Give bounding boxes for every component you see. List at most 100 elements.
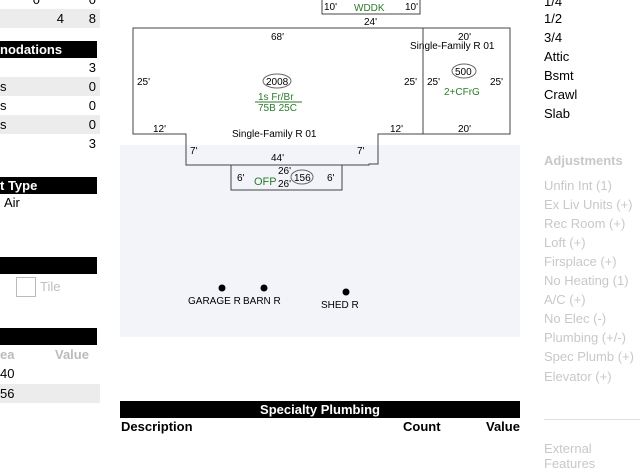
basement-item: 1/4 [544,0,563,9]
accommodations-row: s 0 [0,115,100,134]
accommodations-row: 3 [0,134,100,153]
house-type-label: Single-Family R 01 [232,129,317,140]
left-column: 0 0 4 8 nodations 3 s 0 s 0 s 0 3 t Type… [0,0,100,460]
tile-checkbox-label: Tile [40,279,61,294]
dim-ofp-right-6: 6' [327,173,335,184]
dim-garage-20-top: 20' [458,32,471,43]
dim-ofp-26a: 26' [278,166,291,177]
dim-ofp-left-6: 6' [237,173,245,184]
heat-type-header: t Type [0,177,97,194]
dim-left-12: 12' [153,124,166,135]
dim-deck-right: 10' [405,2,418,13]
adjustment-item[interactable]: Firsplace (+) [544,254,617,269]
dim-ofp-26b: 26' [278,179,291,190]
basement-item: Slab [544,106,571,121]
accommodations-row: s 0 [0,96,100,115]
deck-label: WDDK [354,3,385,14]
basement-item: 1/2 [544,11,563,26]
adjustments-divider [544,419,640,420]
dim-deck-24: 24' [364,17,377,28]
floor-header [0,257,97,274]
year-ellipse [262,73,292,89]
dim-right-12: 12' [390,124,403,135]
shed-point [342,288,350,296]
adjustments-title: Adjustments [544,153,623,168]
ofp-area: 156 [294,173,311,184]
value-col1: ea [0,347,15,362]
basement-item: Attic [544,49,570,64]
accommodations-row: 3 [0,58,100,77]
garage-type-label: Single-Family R 01 [410,41,495,52]
top-row-a: 0 [20,0,40,7]
adjustment-item[interactable]: Spec Plumb (+) [544,349,634,364]
house-year: 2008 [266,77,289,88]
dim-deck-left: 10' [324,2,337,13]
sketch-background [120,145,520,337]
adjustment-item[interactable]: Plumbing (+/-) [544,330,626,345]
dim-top-44: 44' [271,153,284,164]
basement-item: Bsmt [544,68,574,83]
col-count: Count [403,419,441,434]
garage-area-ellipse [451,63,477,79]
top-row-b: 0 [76,0,96,7]
adjustment-item[interactable]: Unfin Int (1) [544,178,612,193]
dim-garage-25-right: 25' [490,77,503,88]
accommodations-header: nodations [0,41,97,58]
adjustment-item[interactable]: Elevator (+) [544,369,612,384]
dim-left-25: 25' [137,77,150,88]
adjustment-item[interactable]: Loft (+) [544,235,586,250]
dim-right-7: 7' [357,146,365,157]
ofp-label: OFP [254,176,277,188]
garage-desc: 2+CFrG [444,87,480,98]
specialty-plumbing-header: Specialty Plumbing [120,401,520,418]
accommodations-row: s 0 [0,77,100,96]
adjustment-item[interactable]: No Elec (-) [544,311,607,326]
value-row-text: 56 [0,386,15,401]
dim-garage-20-bot: 20' [458,124,471,135]
acc-label: s [0,117,7,132]
acc-value: 0 [88,117,96,132]
heat-type-title: t Type [0,178,38,193]
dim-mid-25: 25' [404,77,417,88]
value-row: 40 [0,366,15,381]
house-desc-line3: 75B 25C [258,103,297,114]
dim-garage-25-left: 25' [427,77,440,88]
value-header [0,328,97,345]
garage-area: 500 [455,67,472,78]
adjustment-item[interactable]: A/C (+) [544,292,586,307]
house-outline [132,27,511,166]
adjustment-item[interactable]: Ex Liv Units (+) [544,197,633,212]
specialty-plumbing-title: Specialty Plumbing [260,402,380,417]
summary-row: 4 8 [0,9,100,28]
value-row: 56 [0,384,100,403]
dim-left-7: 7' [190,146,198,157]
acc-label: s [0,98,7,113]
barn-point-label: BARN R [243,296,281,307]
ofp-area-ellipse [290,169,314,185]
basement-item: 3/4 [544,30,563,45]
summary-row-b: 8 [88,11,96,26]
ofp-outline [230,165,343,191]
house-desc-line2: 1s Fr/Br [258,92,294,103]
acc-value: 0 [88,79,96,94]
value-col2: Value [55,347,89,362]
acc-value: 3 [88,136,96,151]
tile-checkbox[interactable] [16,277,36,297]
adjustment-item[interactable]: Rec Room (+) [544,216,626,231]
acc-value: 0 [88,98,96,113]
barn-point [260,284,268,292]
garage-point [218,284,226,292]
accommodations-title: nodations [0,42,63,57]
dim-top-68: 68' [271,32,284,43]
acc-label: s [0,79,7,94]
shed-point-label: SHED R [321,300,359,311]
heat-type-value: Air [4,195,20,210]
acc-value: 3 [88,60,96,75]
building-sketch[interactable]: 10' WDDK 10' 24' 68' 20' Single-Family R… [0,0,640,460]
external-features-title: External Features [544,441,596,471]
garage-point-label: GARAGE R [188,296,241,307]
col-description: Description [121,419,193,434]
adjustment-item[interactable]: No Heating (1) [544,273,629,288]
col-value: Value [486,419,520,434]
summary-row-a: 4 [56,11,64,26]
